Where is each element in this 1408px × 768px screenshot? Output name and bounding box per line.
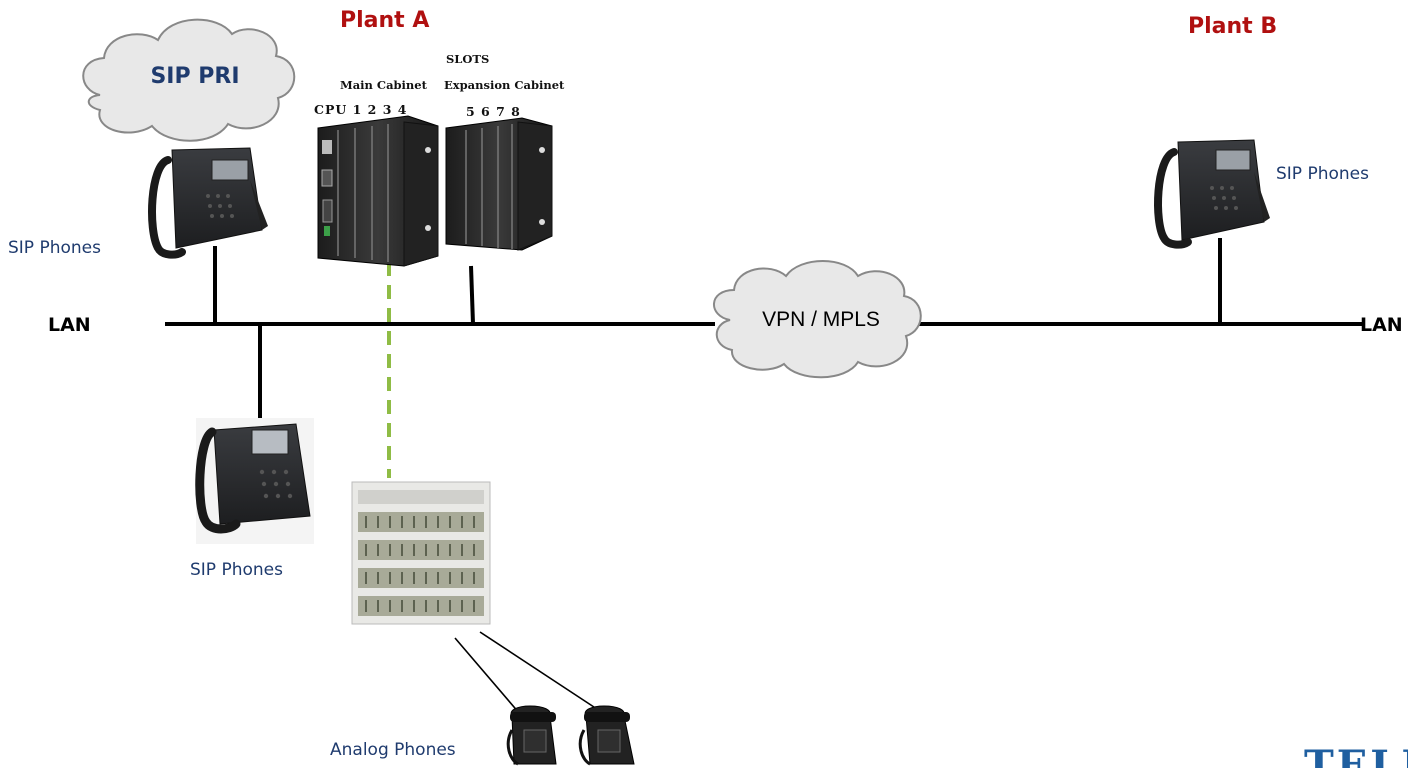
- brand-logo-partial: TELE: [1304, 742, 1408, 768]
- plant-a-title: Plant A: [340, 8, 430, 33]
- slots-label: SLOTS: [446, 52, 490, 66]
- lan-left-label: LAN: [48, 314, 91, 336]
- analog-phones-label: Analog Phones: [330, 740, 456, 760]
- sip-pri-cloud: [82, 18, 296, 142]
- patch-panel: [351, 481, 491, 625]
- main-slots-label: CPU 1 2 3 4: [314, 102, 408, 117]
- sip-phones-label-plant-b: SIP Phones: [1276, 164, 1369, 184]
- plant-b-title: Plant B: [1188, 14, 1278, 39]
- expansion-slots-label: 5 6 7 8: [466, 104, 521, 119]
- main-cabinet: [317, 115, 439, 267]
- drop-expansion-cabinet: [469, 265, 475, 325]
- sip-phones-label-bottom: SIP Phones: [190, 560, 283, 580]
- sip-phones-label-left: SIP Phones: [8, 238, 101, 258]
- expansion-cabinet-label: Expansion Cabinet: [444, 78, 565, 92]
- sip-phone-plant-b: [1154, 139, 1270, 249]
- vpn-mpls-label: VPN / MPLS: [762, 308, 880, 331]
- main-cabinet-label: Main Cabinet: [340, 78, 427, 92]
- analog-phone-1: [506, 705, 557, 766]
- lan-right-label: LAN: [1360, 314, 1403, 336]
- analog-wire-1: [454, 637, 521, 715]
- sip-phone-bottom: [195, 418, 314, 544]
- analog-phone-2: [578, 705, 635, 766]
- vpn-mpls-cloud: [713, 260, 922, 379]
- expansion-cabinet: [445, 117, 553, 251]
- sip-phone-top-left: [148, 147, 268, 259]
- sip-pri-label: SIP PRI: [150, 64, 240, 89]
- analog-wire-2: [479, 631, 601, 712]
